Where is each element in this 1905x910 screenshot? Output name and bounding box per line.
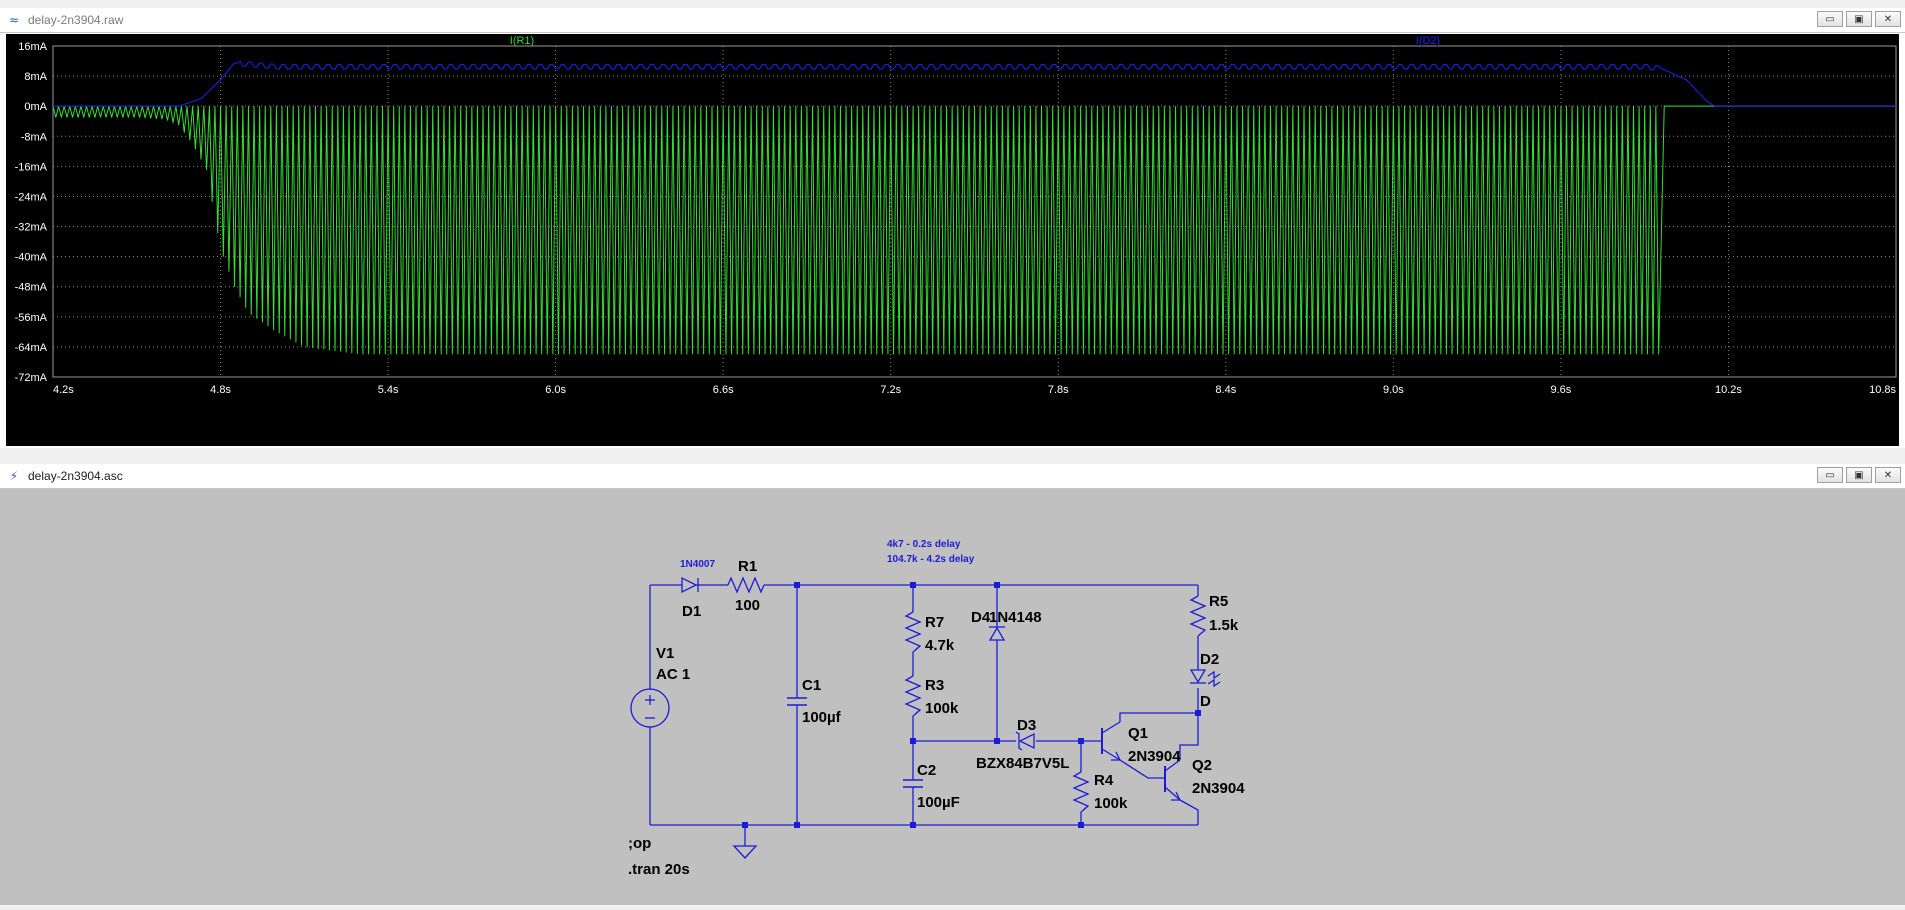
y-tick-label: -64mA bbox=[15, 342, 48, 354]
x-tick-label: 9.0s bbox=[1383, 384, 1404, 396]
waveform-icon: ≈ bbox=[8, 13, 20, 27]
d1-model: 1N4007 bbox=[680, 559, 715, 570]
plot-traces bbox=[52, 60, 1896, 355]
close-button[interactable]: ✕ bbox=[1875, 467, 1901, 483]
resistor-symbols bbox=[727, 576, 1207, 813]
waveform-window-title: delay-2n3904.raw bbox=[28, 13, 124, 27]
y-tick-label: -8mA bbox=[21, 131, 48, 143]
d1-name: D1 bbox=[682, 603, 701, 620]
r4-value: 100k bbox=[1094, 795, 1128, 812]
y-tick-label: -40mA bbox=[15, 252, 48, 264]
r7-name: R7 bbox=[925, 614, 944, 631]
note-line-1: 4k7 - 0.2s delay bbox=[887, 539, 961, 550]
r5-value: 1.5k bbox=[1209, 617, 1239, 634]
schematic-drawing[interactable]: 4k7 - 0.2s delay 104.7k - 4.2s delay 1N4… bbox=[6, 490, 1899, 905]
x-tick-label: 6.0s bbox=[545, 384, 566, 396]
x-tick-label: 7.8s bbox=[1048, 384, 1069, 396]
minimize-button[interactable]: ▭ bbox=[1817, 11, 1843, 27]
x-tick-label: 9.6s bbox=[1551, 384, 1572, 396]
c2-value: 100µF bbox=[917, 794, 960, 811]
x-tick-label: 8.4s bbox=[1215, 384, 1236, 396]
schematic-titlebar[interactable]: ⚡ delay-2n3904.asc ▭ ▣ ✕ bbox=[0, 464, 1905, 489]
note-line-2: 104.7k - 4.2s delay bbox=[887, 554, 975, 565]
diode-symbols bbox=[681, 576, 1221, 751]
trace-i-d2[interactable] bbox=[53, 60, 1896, 107]
r3-value: 100k bbox=[925, 700, 959, 717]
ground-symbol bbox=[732, 825, 758, 859]
trace-i-r1[interactable] bbox=[52, 105, 1896, 355]
waveform-window[interactable]: ≈ delay-2n3904.raw ▭ ▣ ✕ 16mA 8mA 0mA -8mA -… bbox=[0, 8, 1905, 448]
tran-directive: .tran 20s bbox=[628, 861, 690, 878]
y-tick-label: -32mA bbox=[15, 222, 48, 234]
voltage-source-v1 bbox=[630, 688, 670, 728]
led-d2 bbox=[1189, 669, 1207, 684]
schematic-window-title: delay-2n3904.asc bbox=[28, 469, 123, 483]
capacitor-symbols bbox=[787, 697, 923, 788]
q1-model: 2N3904 bbox=[1128, 748, 1181, 765]
legend-i-d2[interactable]: I(D2) bbox=[1416, 35, 1440, 47]
waveform-titlebar[interactable]: ≈ delay-2n3904.raw ▭ ▣ ✕ bbox=[0, 8, 1905, 33]
q2-model: 2N3904 bbox=[1192, 780, 1245, 797]
v1-name: V1 bbox=[656, 645, 674, 662]
y-tick-label: -72mA bbox=[15, 372, 48, 384]
restore-button[interactable]: ▣ bbox=[1846, 467, 1872, 483]
resistor-r4 bbox=[1072, 771, 1090, 813]
x-tick-label: 4.2s bbox=[53, 384, 74, 396]
x-tick-label: 5.4s bbox=[378, 384, 399, 396]
restore-button[interactable]: ▣ bbox=[1846, 11, 1872, 27]
resistor-r1 bbox=[727, 576, 765, 594]
op-directive: ;op bbox=[628, 835, 651, 852]
c1-value: 100µf bbox=[802, 709, 842, 726]
r1-value: 100 bbox=[735, 597, 760, 614]
y-tick-label: -16mA bbox=[15, 161, 48, 173]
wires bbox=[649, 584, 1199, 826]
diode-d1 bbox=[681, 576, 698, 594]
minimize-button[interactable]: ▭ bbox=[1817, 467, 1843, 483]
x-tick-label: 7.2s bbox=[880, 384, 901, 396]
c2-name: C2 bbox=[917, 762, 936, 779]
y-tick-label: 16mA bbox=[18, 41, 47, 53]
d3-model: BZX84B7V5L bbox=[976, 755, 1069, 772]
y-tick-label: -56mA bbox=[15, 312, 48, 324]
r1-name: R1 bbox=[738, 558, 757, 575]
r5-name: R5 bbox=[1209, 593, 1228, 610]
x-tick-label: 6.6s bbox=[713, 384, 734, 396]
q1-name: Q1 bbox=[1128, 725, 1148, 742]
schematic-canvas[interactable]: 4k7 - 0.2s delay 104.7k - 4.2s delay 1N4… bbox=[6, 490, 1899, 905]
x-tick-label: 10.8s bbox=[1869, 384, 1896, 396]
d4-model: 1N4148 bbox=[989, 609, 1042, 626]
d2-name: D2 bbox=[1200, 651, 1219, 668]
y-tick-label: -48mA bbox=[15, 282, 48, 294]
d2-model: D bbox=[1200, 693, 1211, 710]
plot-frame bbox=[52, 45, 1897, 378]
resistor-r5 bbox=[1189, 595, 1207, 637]
c1-name: C1 bbox=[802, 677, 821, 694]
legend-i-r1[interactable]: I(R1) bbox=[510, 35, 534, 47]
diode-d4 bbox=[988, 626, 1006, 641]
y-tick-label: -24mA bbox=[15, 191, 48, 203]
x-tick-label: 4.8s bbox=[210, 384, 231, 396]
d4-name: D4 bbox=[971, 609, 991, 626]
v1-value: AC 1 bbox=[656, 666, 690, 683]
transistor-symbols bbox=[1101, 721, 1182, 801]
x-axis-labels: 4.2s 4.8s 5.4s 6.0s 6.6s 7.2s 7.8s 8.4s 9.0s 9.6s… bbox=[53, 384, 1896, 396]
zener-d3 bbox=[1018, 732, 1035, 750]
r7-value: 4.7k bbox=[925, 637, 955, 654]
waveform-plot-area[interactable]: 16mA 8mA 0mA -8mA -16mA -24mA -32mA -40mA -48mA -… bbox=[6, 34, 1899, 446]
junction-dots bbox=[742, 582, 1201, 828]
resistor-r7 bbox=[904, 611, 922, 653]
d3-name: D3 bbox=[1017, 717, 1036, 734]
resistor-r3 bbox=[904, 675, 922, 717]
schematic-window[interactable]: ⚡ delay-2n3904.asc ▭ ▣ ✕ bbox=[0, 464, 1905, 905]
y-axis-labels: 16mA 8mA 0mA -8mA -16mA -24mA -32mA -40mA -48mA -… bbox=[15, 41, 48, 384]
r3-name: R3 bbox=[925, 677, 944, 694]
schematic-icon: ⚡ bbox=[9, 469, 19, 483]
q2-name: Q2 bbox=[1192, 757, 1212, 774]
waveform-chart[interactable]: 16mA 8mA 0mA -8mA -16mA -24mA -32mA -40mA -48mA -… bbox=[6, 34, 1899, 446]
x-tick-label: 10.2s bbox=[1715, 384, 1742, 396]
y-tick-label: 8mA bbox=[24, 71, 47, 83]
r4-name: R4 bbox=[1094, 772, 1114, 789]
close-button[interactable]: ✕ bbox=[1875, 11, 1901, 27]
y-tick-label: 0mA bbox=[24, 101, 47, 113]
